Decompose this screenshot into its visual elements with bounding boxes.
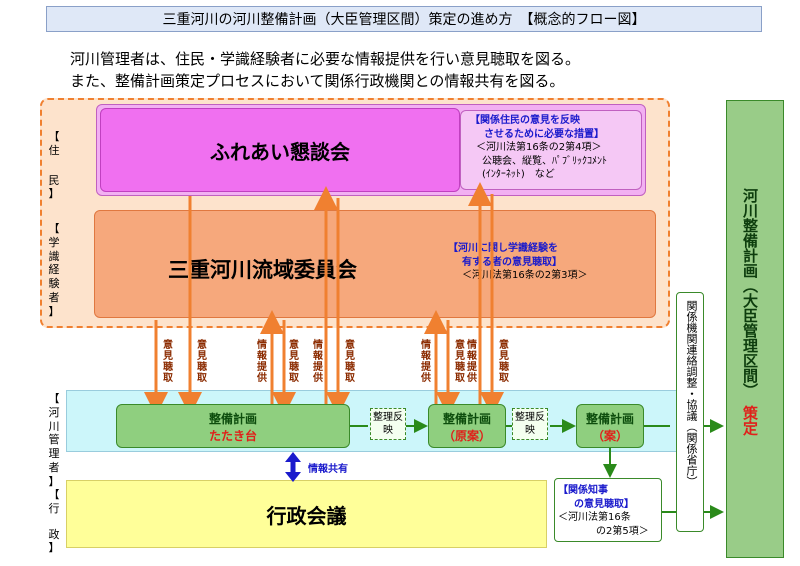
iinkai-note: 【河川に関し学識経験を 有する者の意見聴取】 ＜河川法第16条の2第3項＞	[448, 243, 588, 281]
intro-line-2: また、整備計画策定プロセスにおいて関係行政機関との情報共有を図る。	[70, 72, 565, 90]
label-iken-1: 意見聴取	[163, 340, 173, 384]
info-share-label: 情報共有	[308, 464, 348, 475]
gov-meeting-label: 行政会議	[266, 503, 347, 528]
governor-box[interactable]	[554, 478, 662, 542]
plan-proposal-sub: （案）	[591, 429, 628, 443]
fureai-note: 【関係住民の意見を反映 させるために必要な措置】 ＜河川法第16条の2第4項＞ …	[470, 115, 607, 180]
intro-line-1: 河川管理者は、住民・学識経験者に必要な情報提供を行い意見聴取を図る。	[70, 50, 581, 68]
side-label-government: 【行政】	[48, 488, 60, 555]
final-plan-label: 河川整備計画（大臣管理区間） 策定	[741, 188, 759, 436]
plan-original-box[interactable]: 整備計画 （原案）	[428, 404, 506, 448]
coordination-box[interactable]	[676, 292, 704, 532]
plan-original-title: 整備計画	[442, 412, 491, 426]
label-joho-1: 情報提供	[257, 340, 267, 384]
label-joho-4: 情報提供	[467, 340, 477, 384]
gov-meeting[interactable]: 行政会議	[66, 480, 547, 548]
label-iken-5: 意見聴取	[455, 340, 465, 384]
label-iken-3: 意見聴取	[289, 340, 299, 384]
side-label-experts: 【学識経験者】	[48, 222, 60, 318]
governor-note: 【関係知事 の意見聴取】 ＜河川法第16条 の2第5項＞	[558, 485, 649, 537]
page-title: 三重河川の河川整備計画（大臣管理区間）策定の進め方 【概念的フロー図】	[46, 6, 762, 32]
label-iken-6: 意見聴取	[499, 340, 509, 384]
reflect-box-1: 整理反映	[370, 408, 406, 440]
fureai-note-box	[460, 110, 642, 190]
plan-draft-box[interactable]: 整備計画 たたき台	[116, 404, 350, 448]
label-iken-4: 意見聴取	[345, 340, 355, 384]
fureai-label: ふれあい懇談会	[210, 139, 350, 164]
label-iken-2: 意見聴取	[197, 340, 207, 384]
side-label-river-admin: 【河川管理者】	[48, 392, 60, 488]
fureai-meeting[interactable]: ふれあい懇談会	[100, 108, 460, 192]
final-plan-box[interactable]	[726, 100, 784, 558]
plan-proposal-title: 整備計画	[585, 412, 634, 426]
iinkai-box[interactable]	[94, 210, 656, 318]
reflect-box-2: 整理反映	[512, 408, 548, 440]
label-joho-3: 情報提供	[421, 340, 431, 384]
plan-proposal-box[interactable]: 整備計画 （案）	[576, 404, 644, 448]
side-label-residents: 【住民】	[48, 130, 60, 201]
plan-draft-title: 整備計画	[208, 412, 257, 426]
label-joho-2: 情報提供	[313, 340, 323, 384]
plan-original-sub: （原案）	[442, 429, 491, 443]
coordination-label: 関係機関連絡調整・協議（関係省庁）	[685, 300, 698, 487]
plan-draft-sub: たたき台	[208, 429, 257, 443]
